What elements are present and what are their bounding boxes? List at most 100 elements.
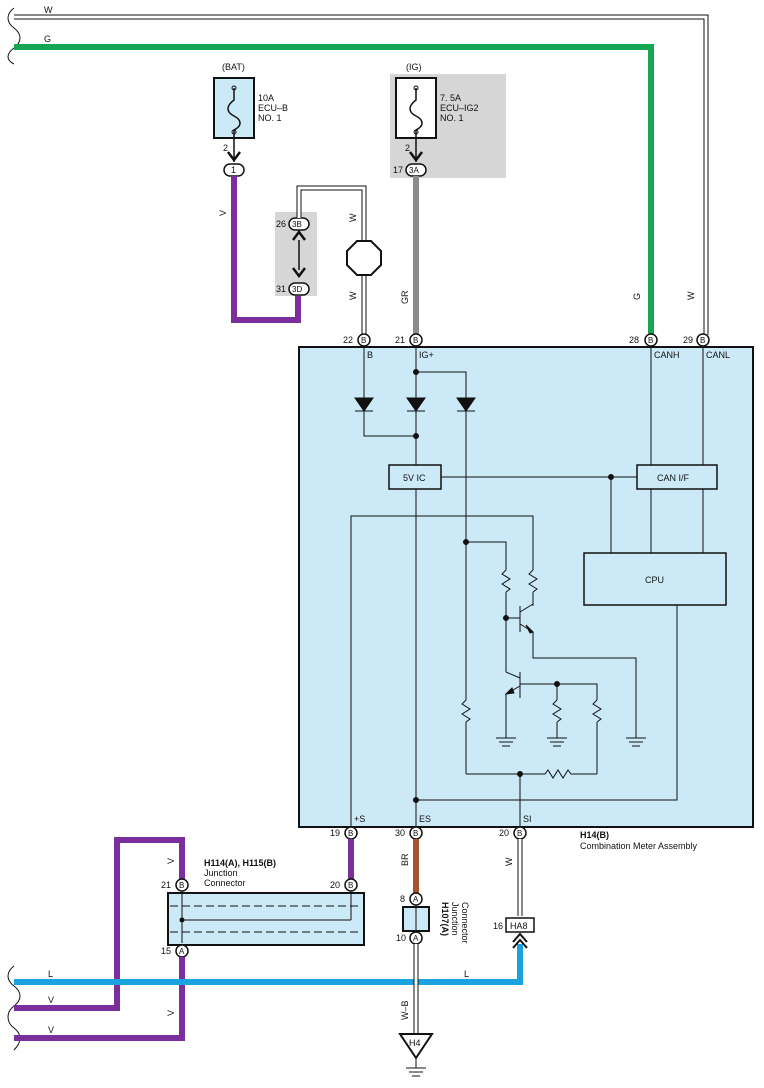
h107-line2: Connector <box>460 902 470 944</box>
bat-terminal-label: 1 <box>231 165 236 175</box>
wb-label: W–B <box>400 1000 410 1020</box>
h114-conn-right-top: B <box>348 881 353 890</box>
w-si-label: W <box>504 857 514 866</box>
ha8-pin: 16 <box>493 921 503 931</box>
v-bottom1-label: V <box>48 995 54 1005</box>
meter-label-b: B <box>367 350 373 360</box>
h114-line2: Connector <box>204 878 246 888</box>
fuse-bat <box>213 77 255 139</box>
loop-pin-bottom: 31 <box>276 284 286 294</box>
cpu-label: CPU <box>645 575 664 585</box>
h114-conn-left-bottom: A <box>179 947 185 956</box>
w-top-label: W <box>44 5 53 15</box>
v-bottom-wire <box>14 957 185 1041</box>
ground-h4-triangle <box>398 1033 434 1060</box>
ig-terminal-label: 3A <box>409 166 419 175</box>
ig-fuse-number: NO. 1 <box>440 113 464 123</box>
wire-break-marks <box>7 7 21 1051</box>
ha8-name: HA8 <box>510 921 528 931</box>
h114-pin-left-bottom: 15 <box>161 946 171 956</box>
g-top-label: G <box>44 34 51 44</box>
h107-pin-bottom: 10 <box>396 933 406 943</box>
pin-21-number: 21 <box>395 335 405 345</box>
g-right-label: G <box>632 293 642 300</box>
pin-21-conn: B <box>413 336 418 345</box>
pin-28-number: 28 <box>629 335 639 345</box>
ground-name: H4 <box>409 1038 421 1048</box>
meter-label-canh: CANH <box>654 350 680 360</box>
meter-name: Combination Meter Assembly <box>580 841 698 851</box>
ig-pin-outer: 17 <box>393 165 403 175</box>
h114-conn-left-top: B <box>179 881 184 890</box>
h114-line1: Junction <box>204 868 238 878</box>
fuse-ig <box>395 77 437 139</box>
w-loop-label-b: W <box>348 291 358 300</box>
pin-30-conn: B <box>413 829 418 838</box>
meter-top-pins: 22 B 21 B 28 B 29 B <box>343 333 710 347</box>
w-right-label: W <box>686 291 696 300</box>
br-label: BR <box>400 853 410 866</box>
h114-junction-box <box>167 891 365 946</box>
ground-symbol <box>406 1058 426 1077</box>
bat-pin: 2 <box>223 143 228 153</box>
meter-label-es: ES <box>419 814 431 824</box>
w-loop-label-a: W <box>348 213 358 222</box>
can-if-label: CAN I/F <box>657 473 690 483</box>
pin-30-number: 30 <box>395 828 405 838</box>
gr-label: GR <box>400 290 410 304</box>
loop-terminal-bottom <box>288 282 310 296</box>
loop-term-top-label: 3B <box>292 220 302 229</box>
pin-29-conn: B <box>700 336 705 345</box>
bat-fuse-number: NO. 1 <box>258 113 282 123</box>
meter-label-si: SI <box>523 814 532 824</box>
h114-pin-left-top: 21 <box>161 880 171 890</box>
pin-28-conn: B <box>648 336 653 345</box>
loop-term-bottom-label: 3D <box>292 285 302 294</box>
bat-source-label: (BAT) <box>222 62 245 72</box>
h107-pin-top: 8 <box>400 894 405 904</box>
meter-label-s: +S <box>354 814 365 824</box>
g-canh-wire <box>14 44 654 335</box>
w-top-wire <box>14 14 709 335</box>
pin-20-number: 20 <box>499 828 509 838</box>
ig-connector-chevron <box>409 151 423 163</box>
pin-22-conn: B <box>361 336 366 345</box>
pin-29-number: 29 <box>683 335 693 345</box>
pin-19-number: 19 <box>330 828 340 838</box>
meter-label-ig: IG+ <box>419 350 434 360</box>
h107-conn-bottom: A <box>413 934 419 943</box>
bat-fuse-name: ECU–B <box>258 103 288 113</box>
h114-code: H114(A), H115(B) <box>204 858 276 868</box>
meter-bottom-pins: 19 B 30 B 20 B <box>330 826 527 840</box>
h107-line1: Junction <box>450 902 460 936</box>
ig-pin: 2 <box>405 143 410 153</box>
v-conn-label: V <box>166 1010 176 1016</box>
l-blue-wire <box>14 944 523 985</box>
ic-5v-label: 5V IC <box>403 473 426 483</box>
h107-code: H107(A) <box>440 902 450 936</box>
pin-19-conn: B <box>348 829 353 838</box>
meter-label-canl: CANL <box>706 350 730 360</box>
l-bottom-label: L <box>48 969 53 979</box>
loop-pin-top: 26 <box>276 219 286 229</box>
meter-internal-circuit <box>350 346 727 832</box>
v-bat-label: V <box>218 210 228 216</box>
l-bottom-label-2: L <box>464 969 469 979</box>
h107-conn-top: A <box>413 895 419 904</box>
h114-pin-right-top: 20 <box>330 880 340 890</box>
ig-fuse-name: ECU–IG2 <box>440 103 479 113</box>
bat-connector-chevron <box>227 151 241 163</box>
v-left-loop-wire <box>14 837 185 1011</box>
ha8-chevron <box>512 932 528 949</box>
splice-octagon <box>346 240 382 276</box>
ig-source-label: (IG) <box>406 62 422 72</box>
v-bottom2-label: V <box>48 1025 54 1035</box>
bat-rating: 10A <box>258 93 274 103</box>
ig-rating: 7. 5A <box>440 93 461 103</box>
ha8-box <box>505 917 535 933</box>
v-left-label: V <box>166 858 176 864</box>
pin-20-conn: B <box>517 829 522 838</box>
v-bat-wire <box>231 176 301 323</box>
meter-code: H14(B) <box>580 830 609 840</box>
